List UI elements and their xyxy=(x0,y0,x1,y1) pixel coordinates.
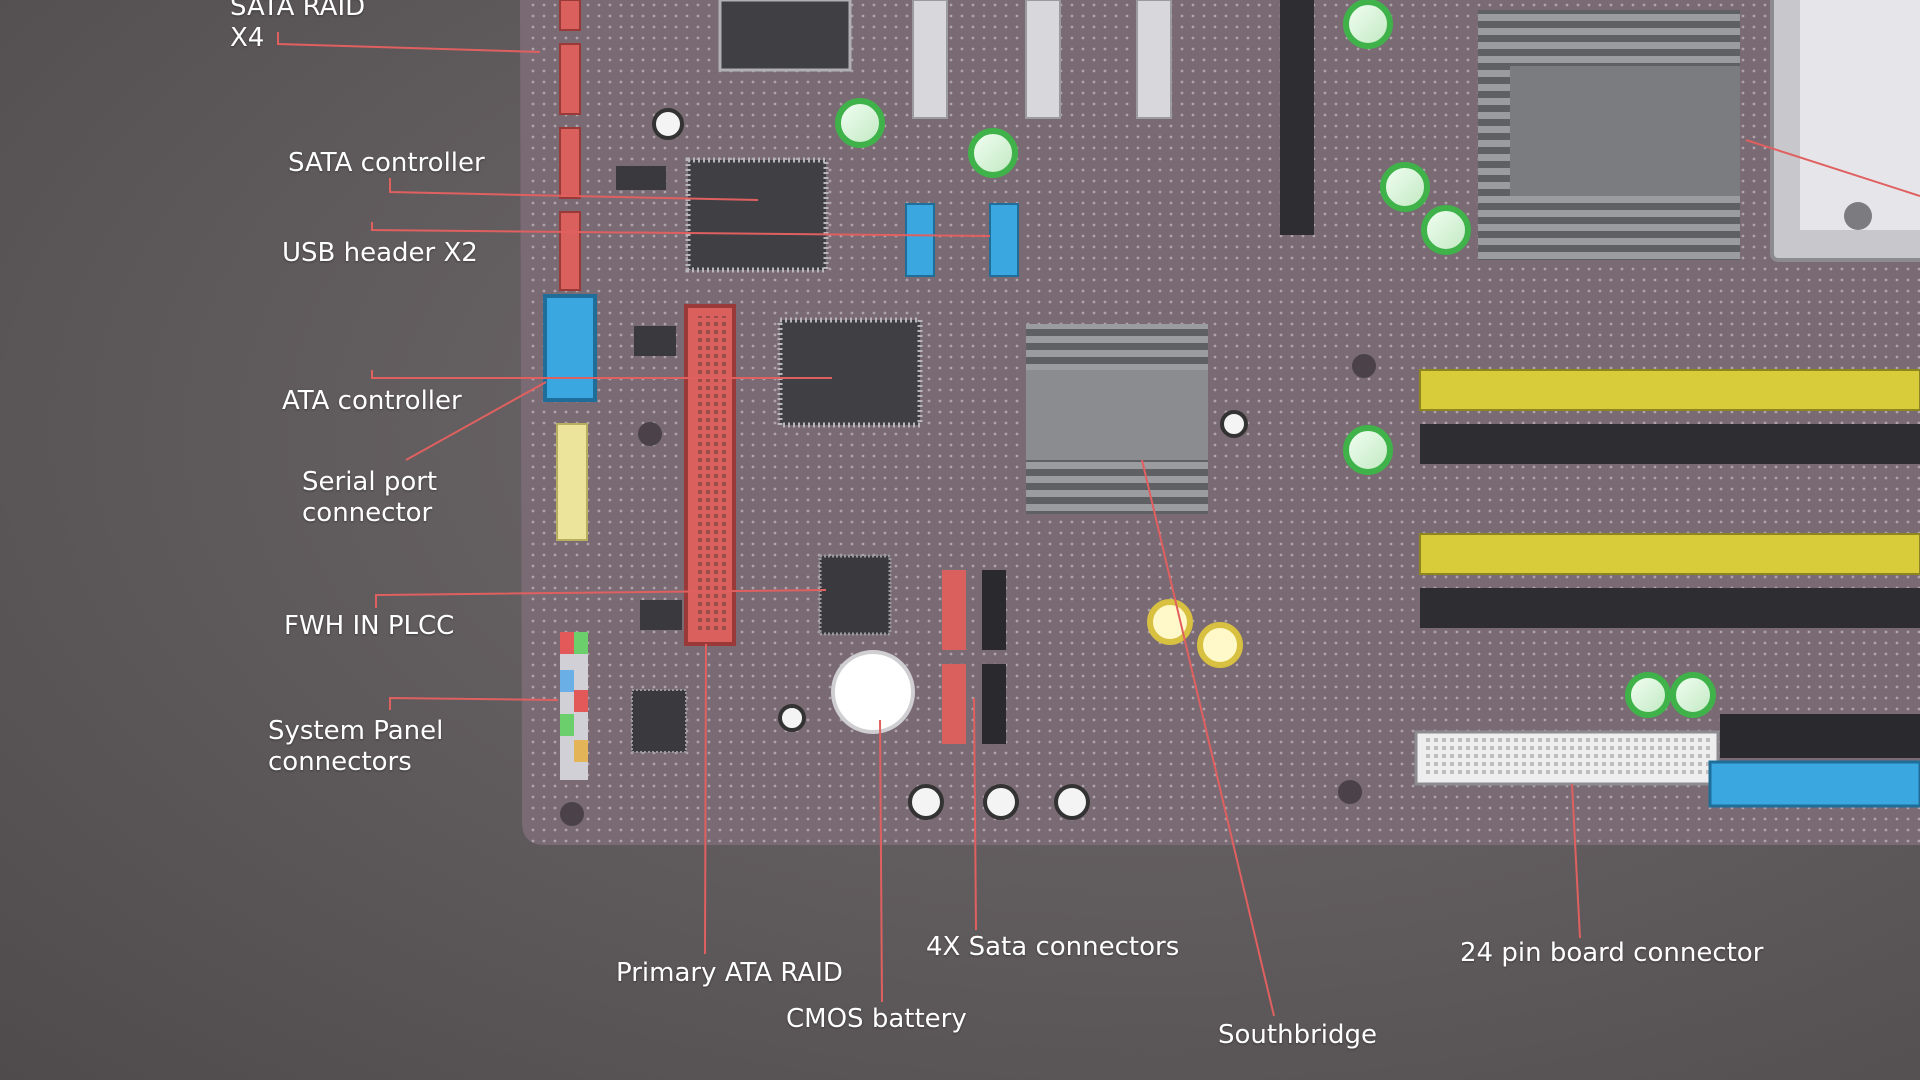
pci-slots xyxy=(912,0,1172,119)
ata-pins xyxy=(694,316,726,634)
pci-express-slot xyxy=(1280,0,1314,235)
label-serial-port-line1: Serial port xyxy=(302,467,438,497)
label-sata-raid-line2: X4 xyxy=(230,23,265,53)
label-primary-ata-raid: Primary ATA RAID xyxy=(616,958,843,988)
usb-headers xyxy=(905,203,1019,277)
capacitors-white xyxy=(652,108,1248,820)
label-serial-port-line2: connector xyxy=(302,498,433,528)
small-chip-bottom xyxy=(631,689,687,753)
fwh-plcc-chip xyxy=(818,554,892,636)
label-system-panel-line2: connectors xyxy=(268,747,412,777)
label-southbridge: Southbridge xyxy=(1218,1020,1377,1050)
cmos-battery xyxy=(831,650,915,734)
chip-top xyxy=(718,0,852,72)
atx-pins xyxy=(1424,738,1710,778)
label-system-panel-line1: System Panel xyxy=(268,716,444,746)
southbridge-heatsink xyxy=(1026,324,1208,514)
ide-connector-blue xyxy=(1708,760,1920,808)
label-usb-header: USB header X2 xyxy=(282,238,478,268)
label-sata-connectors: 4X Sata connectors xyxy=(926,932,1180,962)
ata-controller-chip xyxy=(777,317,923,428)
label-board-connector: 24 pin board connector xyxy=(1460,938,1764,968)
label-serial-port: Serial port connector xyxy=(302,467,437,529)
label-sata-raid: SATA RAID X4 xyxy=(230,0,365,54)
system-panel-connectors xyxy=(560,632,588,780)
label-sata-controller: SATA controller xyxy=(288,148,485,178)
capacitors-yellow xyxy=(1147,599,1243,668)
dimm-slots xyxy=(1419,369,1920,628)
small-chip-2 xyxy=(634,326,676,356)
label-fwh-plcc: FWH IN PLCC xyxy=(284,611,455,641)
blue-header-left xyxy=(543,294,597,402)
small-chip-1 xyxy=(616,166,666,190)
label-system-panel: System Panel connectors xyxy=(268,716,443,778)
ide-connector-black xyxy=(1720,714,1920,758)
label-ata-controller: ATA controller xyxy=(282,386,462,416)
sata-connectors-4x xyxy=(942,570,1006,744)
capacitors-green xyxy=(835,0,1716,718)
mounting-holes xyxy=(560,354,1376,826)
cpu-socket xyxy=(1770,0,1920,262)
leader-lines xyxy=(277,32,1920,1017)
sata-controller-chip xyxy=(685,157,829,273)
label-cmos-battery: CMOS battery xyxy=(786,1004,967,1034)
small-chip-3 xyxy=(640,600,682,630)
label-sata-raid-line1: SATA RAID xyxy=(230,0,366,22)
northbridge-heatsink xyxy=(1478,10,1740,260)
sata-raid-connectors xyxy=(559,0,581,291)
serial-port-connector xyxy=(556,423,588,541)
